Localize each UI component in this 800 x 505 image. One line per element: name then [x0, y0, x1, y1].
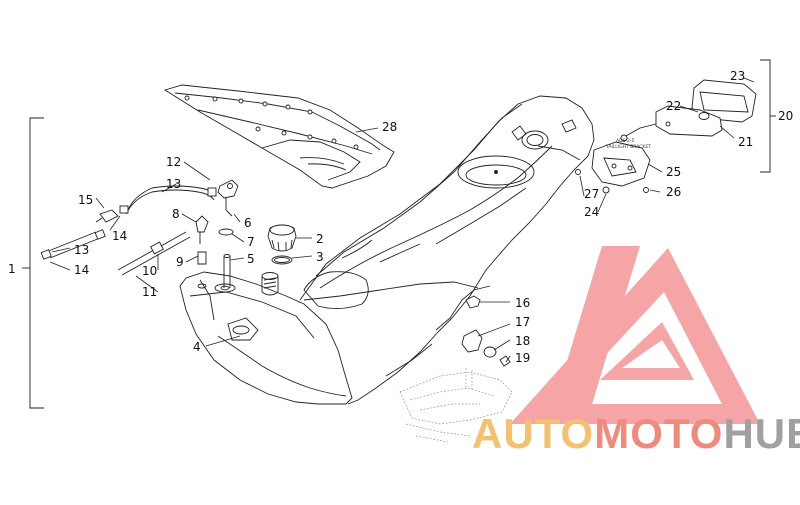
callout-27: 27	[584, 187, 599, 201]
callout-3: 3	[316, 250, 324, 264]
o-ring-part-3	[271, 255, 293, 265]
callout-15: 15	[78, 193, 93, 207]
wordmark-hub: HUB	[723, 410, 800, 457]
callout-17: 17	[515, 315, 530, 329]
fuel-line-assembly	[40, 179, 239, 288]
watermark-wordmark: AUTOMOTOHUB	[472, 413, 800, 455]
callout-2: 2	[316, 232, 324, 246]
callout-14b: 14	[74, 263, 89, 277]
wordmark-auto: AUTO	[472, 410, 595, 457]
callout-8: 8	[172, 207, 180, 221]
fuel-cap-part-2	[267, 224, 297, 252]
callout-18: 18	[515, 334, 530, 348]
callout-20: 20	[778, 109, 793, 123]
callout-7: 7	[247, 235, 255, 249]
callout-23: 23	[730, 69, 745, 83]
callout-12: 12	[166, 155, 181, 169]
callout-labels: 1 2 3 4 5 6 7 8 9 10 11 12 13 13 14 14 1…	[8, 69, 793, 365]
callout-13a: 13	[166, 177, 181, 191]
callout-21: 21	[738, 135, 753, 149]
callout-1: 1	[8, 262, 16, 276]
callout-24: 24	[584, 205, 599, 219]
mount-hardware	[461, 295, 511, 367]
callout-4: 4	[193, 340, 201, 354]
callout-19: 19	[515, 351, 530, 365]
group-bracket-20	[760, 59, 776, 173]
bracket-note: ADS-2-5 TAILLIGHT BRACKET	[605, 138, 651, 150]
watermark-logo	[510, 246, 760, 424]
callout-28: 28	[382, 120, 397, 134]
taillight-assembly	[575, 79, 757, 194]
callout-14a: 14	[112, 229, 127, 243]
callout-25: 25	[666, 165, 681, 179]
callout-9: 9	[176, 255, 184, 269]
frame-fragment	[399, 368, 513, 443]
fuel-tank-body-part-4	[179, 95, 595, 405]
bracket-note-line1: ADS-2-5	[616, 138, 635, 144]
group-bracket-1	[22, 117, 44, 409]
callout-6: 6	[244, 216, 252, 230]
seat-cover-part-28	[163, 84, 395, 189]
wordmark-moto: MOTO	[594, 410, 724, 457]
callout-5: 5	[247, 252, 255, 266]
callout-22: 22	[666, 99, 681, 113]
callout-26: 26	[666, 185, 681, 199]
callout-16: 16	[515, 296, 530, 310]
bracket-note-line2: TAILLIGHT BRACKET	[605, 144, 651, 150]
leader-lines	[49, 77, 755, 363]
callout-13b: 13	[74, 243, 89, 257]
callout-11: 11	[142, 285, 157, 299]
callout-10: 10	[142, 264, 157, 278]
